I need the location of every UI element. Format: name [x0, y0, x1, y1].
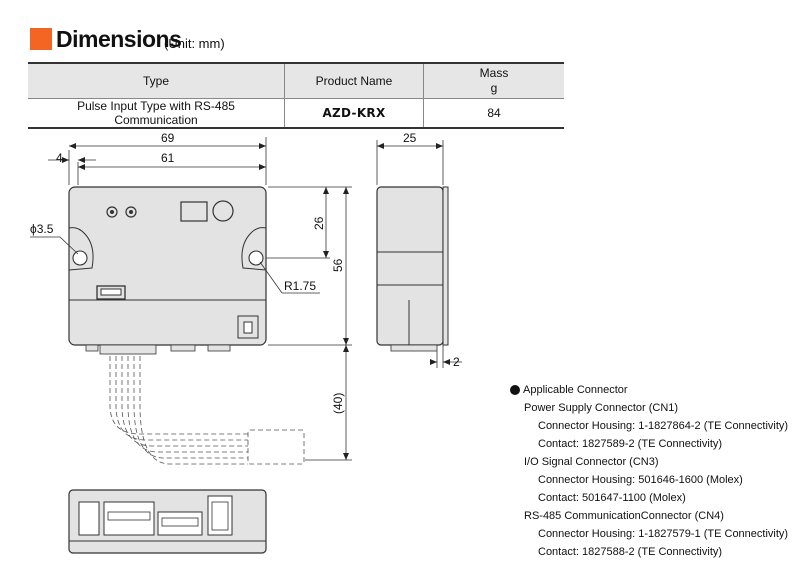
connector-group-name: I/O Signal Connector (CN3): [524, 456, 659, 468]
connector-group-name: Power Supply Connector (CN1): [524, 402, 679, 414]
table-row: Pulse Input Type with RS-485 Communicati…: [28, 98, 564, 129]
connector-contact: Contact: 501647-1100 (Molex): [538, 492, 686, 504]
connector-io: [157, 511, 203, 536]
applicable-connector-list: Applicable Connector Power Supply Connec…: [510, 381, 788, 561]
mounting-hole-left: [72, 250, 88, 266]
switch-icon: [180, 201, 208, 222]
bullet-icon: [510, 385, 520, 395]
connector-housing: Connector Housing: 1-1827864-2 (TE Conne…: [538, 420, 789, 432]
hole-diameter-label: ϕ3.5: [30, 222, 54, 236]
cable: [109, 356, 305, 465]
col-type-header: Type: [28, 62, 285, 99]
spec-table: Type Product Name Mass g Pulse Input Typ…: [28, 62, 564, 129]
dim-4: 4: [56, 151, 63, 165]
connector-cn3: [103, 501, 155, 536]
connector-heading: Applicable Connector: [510, 381, 788, 399]
connector-housing: Connector Housing: 1-1827579-1 (TE Conne…: [538, 528, 789, 540]
dim-61: 61: [161, 151, 175, 165]
radius-label: R1.75: [284, 279, 316, 293]
dim-69: 69: [161, 131, 175, 145]
rotary-switch-icon: [212, 200, 234, 222]
connector-contact: Contact: 1827589-2 (TE Connectivity): [538, 438, 723, 450]
page-title: Dimensions: [56, 26, 182, 52]
connector-heading-label: Applicable Connector: [523, 384, 628, 396]
mounting-hole-right: [248, 250, 264, 266]
product-name-cell: AZD-KRX: [284, 98, 424, 129]
type-cell: Pulse Input Type with RS-485 Communicati…: [28, 98, 285, 129]
connector-cn1: [78, 501, 100, 536]
mass-unit: g: [490, 81, 498, 95]
col-mass-header: Mass g: [423, 62, 564, 99]
connector-housing: Connector Housing: 501646-1600 (Molex): [538, 474, 743, 486]
front-view: [68, 186, 267, 355]
dim-26: 26: [312, 216, 326, 230]
mass-label: Mass: [479, 66, 509, 80]
bottom-view: [68, 489, 267, 554]
dim-40: (40): [331, 393, 345, 414]
dim-2: 2: [453, 355, 460, 369]
col-product-header: Product Name: [284, 62, 424, 99]
unit-label: (Unit: mm): [164, 36, 225, 51]
connector-contact: Contact: 1827588-2 (TE Connectivity): [538, 546, 723, 558]
dim-56: 56: [331, 258, 345, 272]
side-view: [376, 186, 449, 352]
connector-group-name: RS-485 CommunicationConnector (CN4): [524, 510, 724, 522]
mass-cell: 84: [423, 98, 564, 129]
dim-25: 25: [403, 131, 417, 145]
title-accent-block: [30, 28, 52, 50]
